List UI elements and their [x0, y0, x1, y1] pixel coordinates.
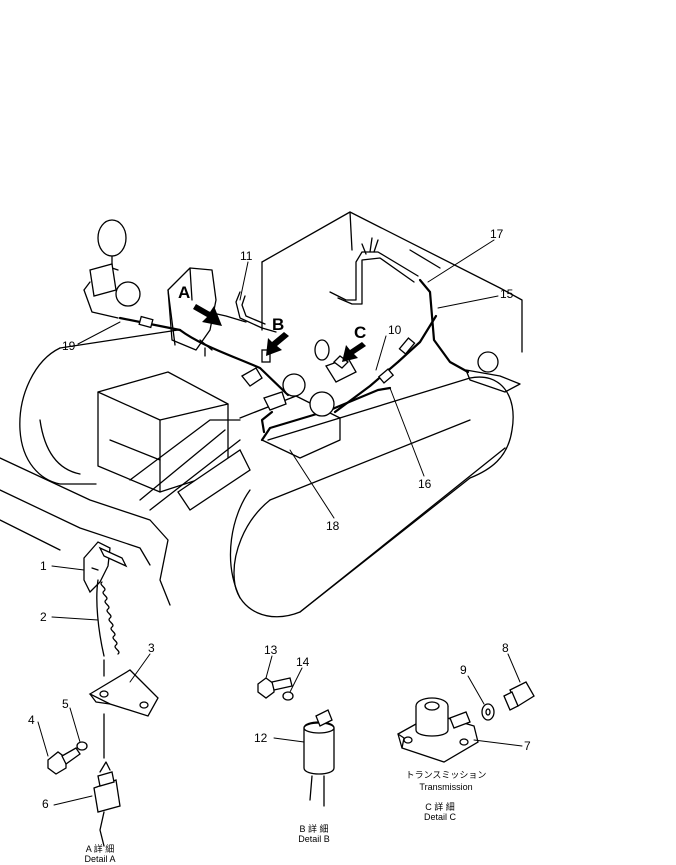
- lamps: [83, 219, 521, 417]
- callout-8: 8: [502, 641, 509, 655]
- callout-13: 13: [264, 643, 278, 657]
- bolt-13: [257, 677, 275, 699]
- harness-11: [235, 291, 277, 333]
- callout-11: 11: [240, 249, 253, 263]
- lamp-center-2: [309, 391, 335, 417]
- switch-6: [93, 779, 121, 813]
- detail-b: [257, 677, 335, 807]
- callout-2: 2: [40, 610, 47, 624]
- arrow-b-icon: [266, 332, 289, 356]
- callout-19: 19: [62, 339, 76, 353]
- harness-cab: [329, 251, 419, 301]
- caption-detail-c-en: Detail C: [424, 812, 457, 822]
- caption-detail-b-en: Detail B: [298, 834, 330, 844]
- detail-a: [47, 541, 159, 847]
- arrow-c-icon: [342, 342, 366, 362]
- marker-a: A: [178, 283, 190, 302]
- detail-arrows: A B C: [178, 283, 366, 362]
- callout-9: 9: [460, 663, 467, 677]
- right-crawler-track: [233, 376, 514, 618]
- front-boom: [0, 457, 171, 606]
- sensor-12: [303, 721, 335, 775]
- cab-outline: [261, 211, 523, 353]
- caption-detail-b-jp: B 詳 細: [299, 823, 328, 834]
- washer-5: [76, 741, 88, 751]
- callout-16: 16: [418, 477, 432, 491]
- caption-detail-a-en: Detail A: [84, 854, 115, 864]
- leader-lines: [37, 239, 523, 806]
- left-crawler-track: [19, 347, 97, 485]
- callout-7: 7: [524, 739, 531, 753]
- arrow-a-icon: [193, 304, 222, 326]
- captions: A 詳 細 Detail A B 詳 細 Detail B トランスミッション …: [84, 770, 486, 864]
- marker-c: C: [354, 323, 366, 342]
- marker-b: B: [272, 315, 284, 334]
- caption-detail-a-jp: A 詳 細: [86, 843, 115, 854]
- callout-18: 18: [326, 519, 340, 533]
- bolt-4: [47, 751, 67, 775]
- washer-14: [282, 691, 294, 701]
- callout-17: 17: [490, 227, 504, 241]
- callout-10: 10: [388, 323, 402, 337]
- lamp-center-1: [282, 373, 306, 397]
- caption-transmission-jp: トランスミッション: [406, 770, 487, 780]
- machine-body: [0, 211, 523, 618]
- mirror-left: [97, 219, 127, 257]
- callout-15: 15: [500, 287, 514, 301]
- caption-transmission-en: Transmission: [419, 782, 472, 792]
- mirror-center: [314, 339, 330, 361]
- callout-numbers: 1 2 3 4 5 6 7 8 9 10 11 12 13 14 15 16 1…: [28, 227, 531, 811]
- callout-6: 6: [42, 797, 49, 811]
- callout-14: 14: [296, 655, 310, 669]
- callout-12: 12: [254, 731, 268, 745]
- callout-3: 3: [148, 641, 155, 655]
- lamp-left-head: [115, 281, 141, 307]
- callout-5: 5: [62, 697, 69, 711]
- harness-16: [333, 314, 438, 414]
- lamp-left-box: [89, 263, 117, 297]
- caption-detail-c-jp: C 詳 細: [425, 801, 455, 812]
- harness-18: [178, 328, 290, 397]
- callout-4: 4: [28, 713, 35, 727]
- spring-2: [100, 581, 120, 655]
- callout-1: 1: [40, 559, 47, 573]
- harness-15: [418, 278, 470, 374]
- detail-c: [397, 681, 535, 763]
- lamp-right-rear: [477, 351, 499, 373]
